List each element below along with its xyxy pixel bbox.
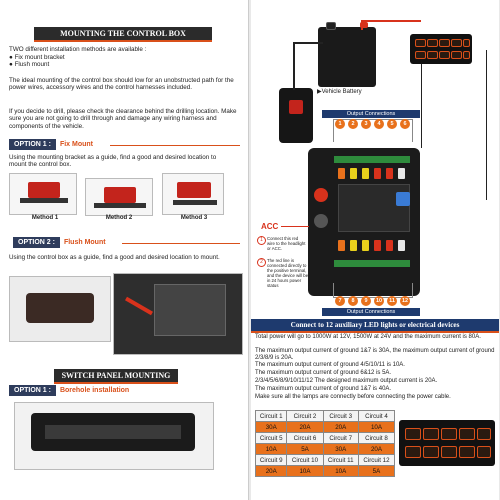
relay-indicator [396,192,410,206]
control-box [308,148,420,296]
option-2-heading: OPTION 2 :Flush Mount [13,237,106,248]
switch-panel-photo [14,402,214,470]
battery-positive-terminal [360,22,368,28]
connect-line-4: The maximum output current of ground 6&1… [255,370,392,376]
circle-6: 6 [400,119,410,129]
switch-panel-top [410,34,472,64]
switch-panel-bottom [399,420,495,466]
method-3-caption: Method 3 [180,215,208,221]
switch-panel-header: SWITCH PANEL MOUNTING [54,369,178,384]
mounting-header: MOUNTING THE CONTROL BOX [34,27,212,42]
note-2: 2 The red line is connected directly to … [257,258,309,288]
connect-line-3: The maximum output current of ground 4/5… [255,362,405,368]
paragraph-1: The ideal mounting of the control box sh… [9,77,234,92]
bullet-2: ● Flush mount [9,61,50,68]
circle-3: 3 [361,119,371,129]
method-2-photo [85,178,153,216]
intro-text: TWO different installation methods are a… [9,46,147,53]
switch-option-heading: OPTION 1 :Borehole installation [9,385,129,396]
circle-8: 8 [348,296,358,306]
connect-line-5: 2/3/4/5/6/8/9/10/11/12 The designed maxi… [255,378,438,384]
note-1: 1 Connect this red wire to the headlight… [257,236,305,251]
circle-10: 10 [374,296,384,306]
positive-post [314,188,328,202]
option-2-text: Using the control box as a guide, find a… [9,254,220,261]
option-2-rule [122,243,240,244]
output-connections-top: Output Connections [322,110,420,118]
acc-label: ACC [261,222,279,231]
method-1-caption: Method 1 [31,215,59,221]
bullet-1: ● Fix mount bracket [9,54,65,61]
connect-line-7: Make sure all the lamps are connectly be… [255,394,451,400]
flush-mount-photo-2 [113,273,243,355]
option-1-text: Using the mounting bracket as a guide, f… [9,154,217,169]
option-1-heading: OPTION 1 :Fix Mount [9,139,93,150]
vehicle-battery [318,22,376,87]
left-page: MOUNTING THE CONTROL BOX TWO different i… [0,0,249,500]
battery-label: ▶Vehicle Battery [317,89,362,95]
circuit-breaker [279,88,313,143]
connect-line-1: Total power will go to 1000W at 12V, 150… [255,334,481,340]
circle-9: 9 [361,296,371,306]
battery-negative-terminal [326,22,336,30]
circle-11: 11 [387,296,397,306]
paragraph-2: If you decide to drill, please check the… [9,108,237,130]
circle-7: 7 [335,296,345,306]
method-1-photo [9,173,77,215]
connect-line-2: The maximum output current of ground 1&7… [255,348,495,361]
output-connections-bottom: Output Connections [322,308,420,316]
circle-2: 2 [348,119,358,129]
method-2-caption: Method 2 [105,215,133,221]
flush-mount-photo-1 [9,276,111,342]
connect-line-6: The maximum output current of ground 1&7… [255,386,392,392]
negative-post [314,214,328,228]
circle-5: 5 [387,119,397,129]
method-3-photo [162,173,224,215]
option-1-rule [110,145,240,146]
connect-header: Connect to 12 auxiliary LED lights or el… [251,319,499,333]
circle-1: 1 [335,119,345,129]
circle-4: 4 [374,119,384,129]
circle-12: 12 [400,296,410,306]
